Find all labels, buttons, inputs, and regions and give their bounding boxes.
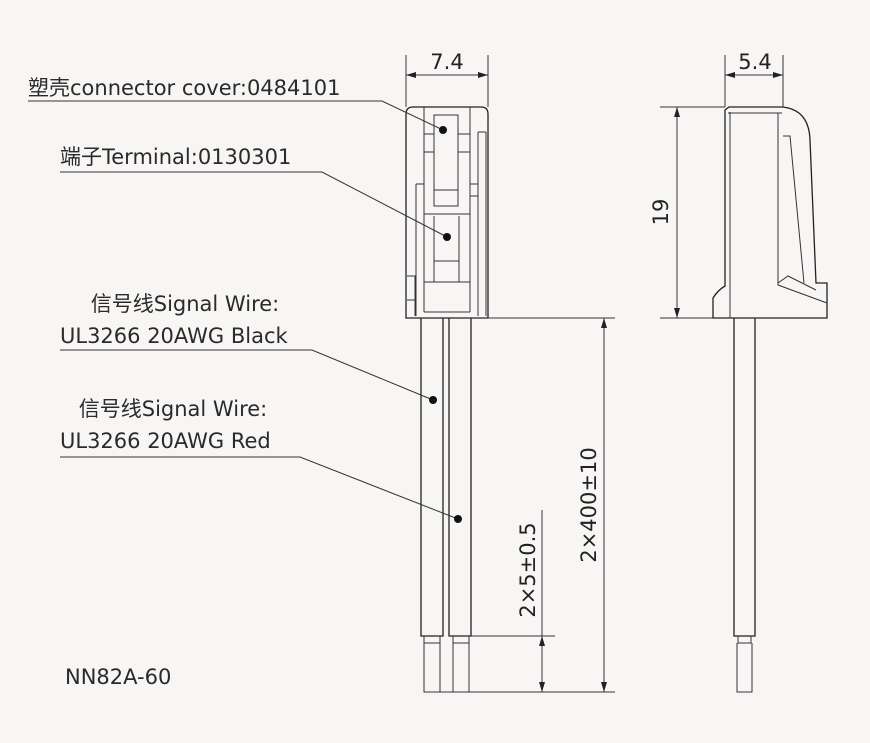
black-wire-label-1: 信号线Signal Wire:: [91, 292, 280, 316]
front-view-connector: [405, 106, 489, 319]
red-wire-label-1: 信号线Signal Wire:: [79, 397, 268, 421]
dim-side-width: 5.4: [724, 50, 784, 107]
callout-cover: 塑壳connector cover:0484101: [28, 76, 447, 134]
callout-red-wire: 信号线Signal Wire: UL3266 20AWG Red: [60, 397, 462, 523]
dim-wire-length-label: 2×400±10: [577, 447, 601, 562]
terminal-label: 端子Terminal:0130301: [60, 145, 291, 169]
black-wire-label-2: UL3266 20AWG Black: [60, 324, 288, 348]
callout-black-wire: 信号线Signal Wire: UL3266 20AWG Black: [60, 292, 437, 404]
front-wires: [420, 318, 472, 693]
dim-front-width-label: 7.4: [430, 50, 463, 74]
dim-side-width-label: 5.4: [738, 50, 771, 74]
dim-front-width: 7.4: [405, 50, 489, 107]
part-number: NN82A-60: [65, 665, 171, 689]
dim-wire-length: 2×400±10: [424, 317, 615, 693]
callout-terminal: 端子Terminal:0130301: [60, 145, 451, 241]
dim-strip-length: 2×5±0.5: [471, 510, 555, 692]
dim-strip-length-label: 2×5±0.5: [516, 522, 540, 617]
side-wire: [733, 318, 756, 693]
dim-height: 19: [649, 106, 725, 319]
cover-label: 塑壳connector cover:0484101: [28, 76, 340, 100]
side-view-connector: [712, 106, 828, 319]
red-wire-label-2: UL3266 20AWG Red: [60, 429, 271, 453]
dim-height-label: 19: [649, 199, 673, 226]
